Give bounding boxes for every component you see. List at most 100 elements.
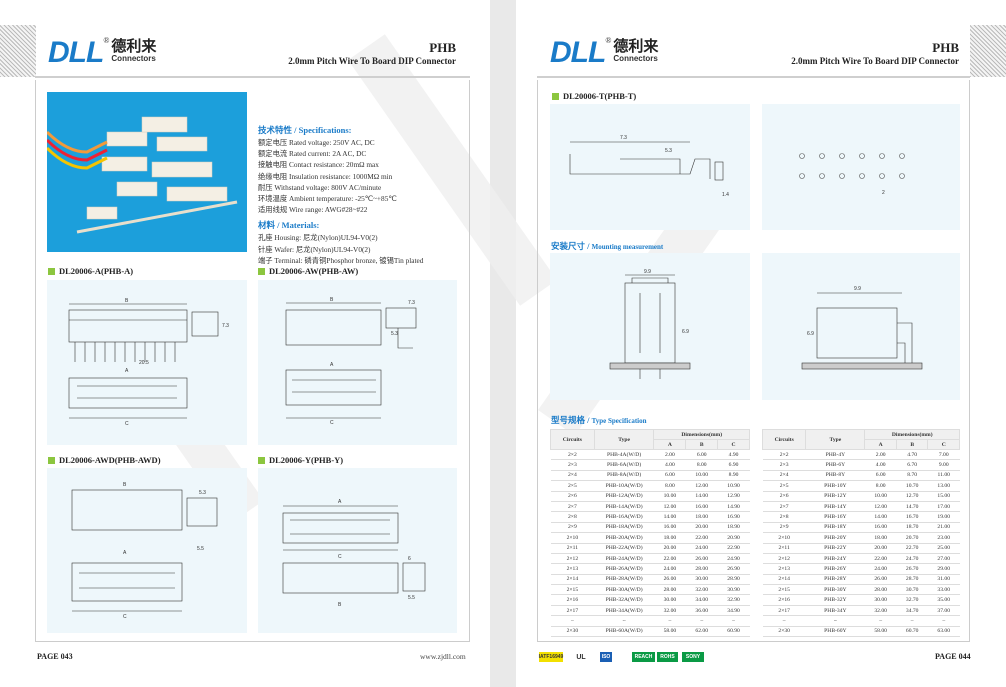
- table-cell: 6.70: [896, 459, 928, 471]
- dim-label: 5.3: [199, 490, 206, 496]
- table-cell: 28.00: [653, 584, 686, 596]
- table-cell: 8.00: [685, 459, 718, 471]
- table-cell: 2×13: [550, 563, 595, 575]
- table-cell: 2×2: [550, 449, 595, 461]
- mounting-en: Mounting measurement: [591, 243, 664, 251]
- table-cell: 34.70: [896, 605, 928, 617]
- table-cell: PHB-30Y: [805, 584, 865, 596]
- table-cell: 32.90: [717, 594, 750, 606]
- table-cell: 8.70: [896, 470, 928, 482]
- table-cell: 23.00: [927, 532, 960, 544]
- table-cell: PHB-22A(W/D): [594, 543, 654, 554]
- table-cell: 12.00: [864, 501, 897, 513]
- bullet-square-icon: [48, 267, 55, 275]
- table-cell: 2×4: [762, 470, 806, 482]
- col-b: B: [685, 439, 719, 450]
- spec-line: 适用线规 Wire range: AWG#28~#22: [258, 205, 368, 215]
- table-row: –~–––: [550, 615, 750, 627]
- table-cell: –: [685, 615, 718, 627]
- header-divider: [35, 76, 470, 78]
- content-frame: [537, 80, 970, 642]
- col-c: C: [717, 439, 750, 450]
- table-cell: 2×4: [550, 470, 595, 482]
- table-cell: PHB-26Y: [805, 563, 865, 575]
- drawing-ph-y: A C B 6 5.5: [258, 468, 457, 633]
- spec-line: 接触电阻 Contact resistance: 20mΩ max: [258, 160, 379, 170]
- table-cell: 12.00: [685, 480, 718, 492]
- table-cell: 2×9: [762, 522, 806, 534]
- drawing-ph-t-side: 7.3 5.3 1.4: [550, 104, 750, 230]
- col-type: Type: [593, 429, 655, 450]
- table-cell: 14.00: [864, 511, 897, 523]
- table-cell: 2×6: [550, 491, 595, 502]
- mounting-heading: 安装尺寸 / Mounting measurement: [551, 240, 663, 252]
- table-cell: ~: [594, 615, 654, 627]
- col-a: A: [653, 439, 687, 450]
- table-row: –~–––: [762, 615, 960, 627]
- bullet-square-icon: [552, 92, 559, 100]
- logo-cn: 德利来: [613, 37, 659, 55]
- table-cell: 2×3: [550, 459, 595, 471]
- dim-label: A: [123, 550, 127, 556]
- dim-label: 7.3: [620, 135, 627, 141]
- table-cell: PHB-32Y: [805, 594, 865, 606]
- iatf-cert-logo: IATF16949: [538, 652, 564, 662]
- bullet-square-icon: [48, 456, 55, 464]
- table-cell: 4.00: [864, 459, 897, 471]
- table-cell: 4.90: [717, 449, 750, 461]
- section-heading: DL20006-AWD(PHB-AWD): [48, 455, 161, 465]
- table-cell: PHB-16A(W/D): [594, 511, 654, 523]
- table-cell: 24.00: [653, 563, 686, 575]
- table-cell: 13.00: [927, 480, 960, 492]
- table-cell: 2×8: [762, 511, 806, 523]
- table-cell: 9.00: [927, 459, 960, 471]
- table-cell: PHB-14A(W/D): [594, 501, 654, 513]
- table-cell: 18.00: [864, 532, 897, 544]
- series-subtitle: 2.0mm Pitch Wire To Board DIP Connector: [288, 56, 456, 66]
- page-number: PAGE 043: [37, 652, 73, 661]
- table-cell: 30.00: [653, 594, 686, 606]
- table-cell: 25.00: [927, 543, 960, 554]
- table-cell: 27.00: [927, 553, 960, 565]
- logo-en: Connectors: [613, 54, 658, 63]
- dim-label: 5.3: [391, 331, 398, 337]
- table-cell: 18.90: [717, 522, 750, 534]
- table-cell: 2×17: [762, 605, 806, 617]
- table-cell: 62.00: [685, 626, 718, 638]
- section-heading: DL20006-A(PHB-A): [48, 266, 133, 276]
- table-cell: PHB-8A(W/D): [594, 470, 654, 482]
- table-cell: 32.00: [653, 605, 686, 617]
- table-cell: 22.00: [653, 553, 686, 565]
- iso-cert-logo: ISO: [600, 652, 612, 662]
- table-cell: 2×14: [762, 574, 806, 586]
- section-heading: DL20006-Y(PHB-Y): [258, 455, 343, 465]
- table-cell: 31.00: [927, 574, 960, 586]
- dim-label: 5.5: [197, 546, 204, 552]
- spec-line: 额定电流 Rated current: 2A AC, DC: [258, 149, 367, 159]
- website-link[interactable]: www.zjdll.com: [420, 652, 466, 661]
- table-cell: 8.00: [864, 480, 897, 492]
- table-cell: –: [550, 615, 595, 627]
- table-cell: PHB-32A(W/D): [594, 594, 654, 606]
- col-dimensions: Dimensions(mm): [653, 429, 750, 440]
- dim-label: A: [330, 362, 334, 368]
- table-cell: 10.90: [717, 480, 750, 492]
- table-cell: 6.00: [685, 449, 718, 461]
- table-cell: 2×10: [762, 532, 806, 544]
- table-cell: 2×5: [550, 480, 595, 492]
- table-cell: 2×15: [762, 584, 806, 596]
- table-cell: PHB-6Y: [805, 459, 865, 471]
- drawing-mount-right-angle: 9.9 6.9: [762, 253, 960, 400]
- table-cell: 2×13: [762, 563, 806, 575]
- spec-line: 耐压 Withstand voltage: 800V AC/minute: [258, 182, 382, 192]
- table-cell: 2×10: [550, 532, 595, 544]
- table-cell: 10.00: [653, 491, 686, 502]
